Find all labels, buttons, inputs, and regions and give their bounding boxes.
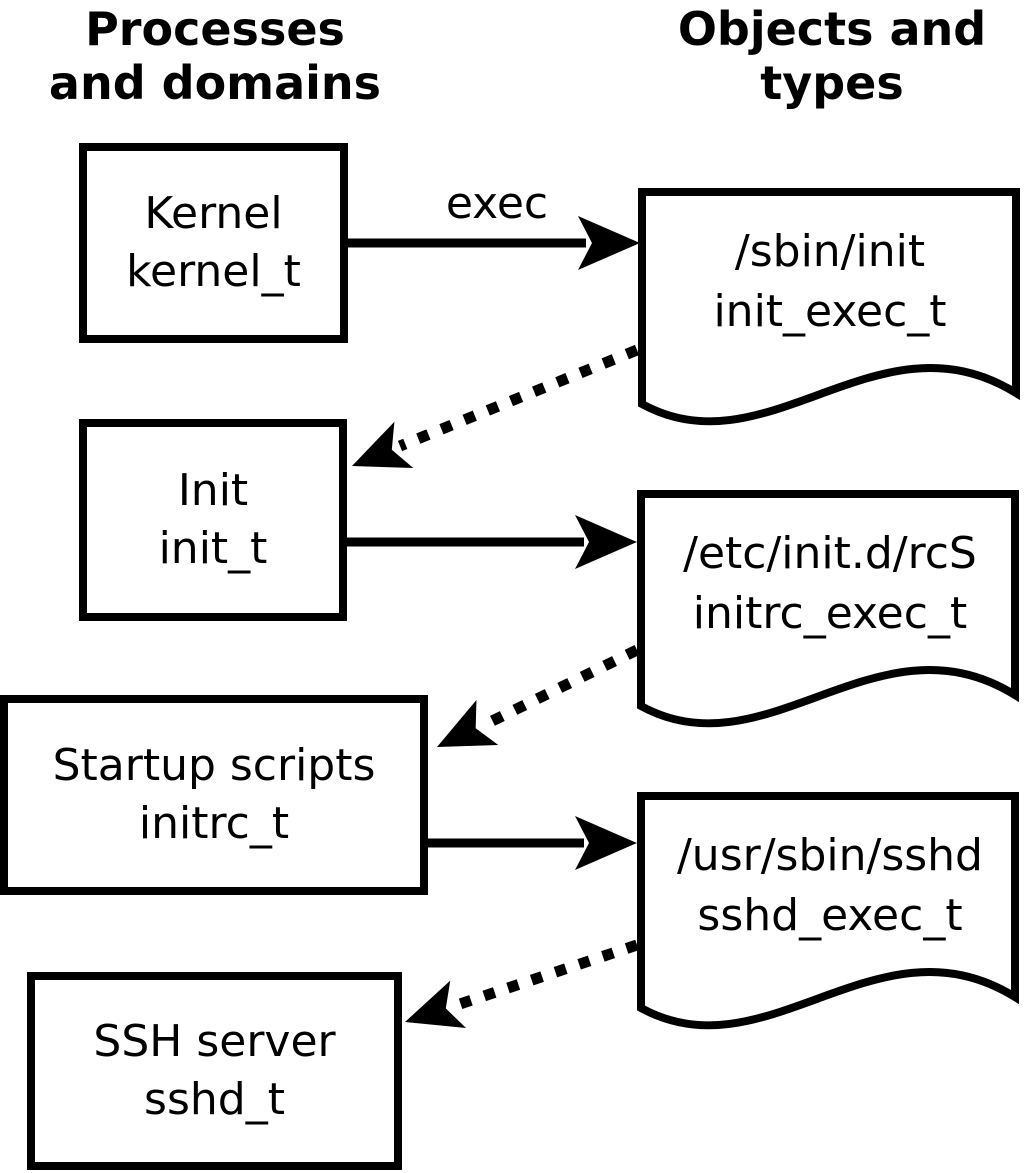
process-domain: sshd_t	[144, 1074, 285, 1125]
object-label-usr-sbin-sshd: /usr/sbin/sshd sshd_exec_t	[640, 826, 1020, 946]
object-path: /sbin/init	[734, 226, 926, 277]
object-path: /usr/sbin/sshd	[676, 830, 983, 881]
document-shape-usr-sbin-sshd	[637, 792, 1019, 1030]
document-shape-etc-initd-rcs	[637, 490, 1019, 728]
document-shape-sbin-init	[638, 188, 1020, 426]
solid-arrow-init-to-rcs	[347, 515, 637, 569]
object-type: init_exec_t	[713, 286, 947, 337]
object-label-etc-initd-rcs: /etc/init.d/rcS initrc_exec_t	[640, 524, 1020, 644]
left-column-heading-line1: Processes	[85, 2, 345, 56]
process-domain: initrc_t	[138, 798, 290, 849]
process-box-kernel: Kernel kernel_t	[79, 143, 348, 343]
process-name: Kernel	[144, 188, 283, 239]
dotted-arrow-sshd-to-sshserver	[405, 939, 639, 1029]
right-column-heading: Objects and types	[640, 2, 1024, 110]
right-column-heading-line1: Objects and	[677, 2, 987, 56]
process-name: Startup scripts	[52, 740, 376, 791]
process-name: Init	[177, 465, 249, 516]
dotted-arrow-sbininit-to-init	[352, 344, 640, 468]
process-box-ssh-server: SSH server sshd_t	[27, 972, 402, 1170]
solid-arrow-kernel-to-sbininit	[348, 216, 640, 270]
left-column-heading: Processes and domains	[20, 2, 410, 110]
left-column-heading-line2: and domains	[48, 56, 382, 110]
object-path: /etc/init.d/rcS	[683, 528, 977, 579]
object-label-sbin-init: /sbin/init init_exec_t	[642, 222, 1018, 342]
process-domain: init_t	[158, 523, 268, 574]
process-domain: kernel_t	[126, 246, 301, 297]
dotted-arrow-rcs-to-initrc	[437, 645, 640, 747]
process-box-startup-scripts: Startup scripts initrc_t	[0, 695, 428, 895]
process-name: SSH server	[93, 1016, 336, 1067]
right-column-heading-line2: types	[760, 56, 904, 110]
object-type: sshd_exec_t	[697, 890, 963, 941]
object-type: initrc_exec_t	[692, 588, 968, 639]
solid-arrow-initrc-to-sshd	[424, 816, 637, 870]
process-box-init: Init init_t	[79, 419, 347, 621]
exec-edge-label: exec	[445, 178, 549, 229]
